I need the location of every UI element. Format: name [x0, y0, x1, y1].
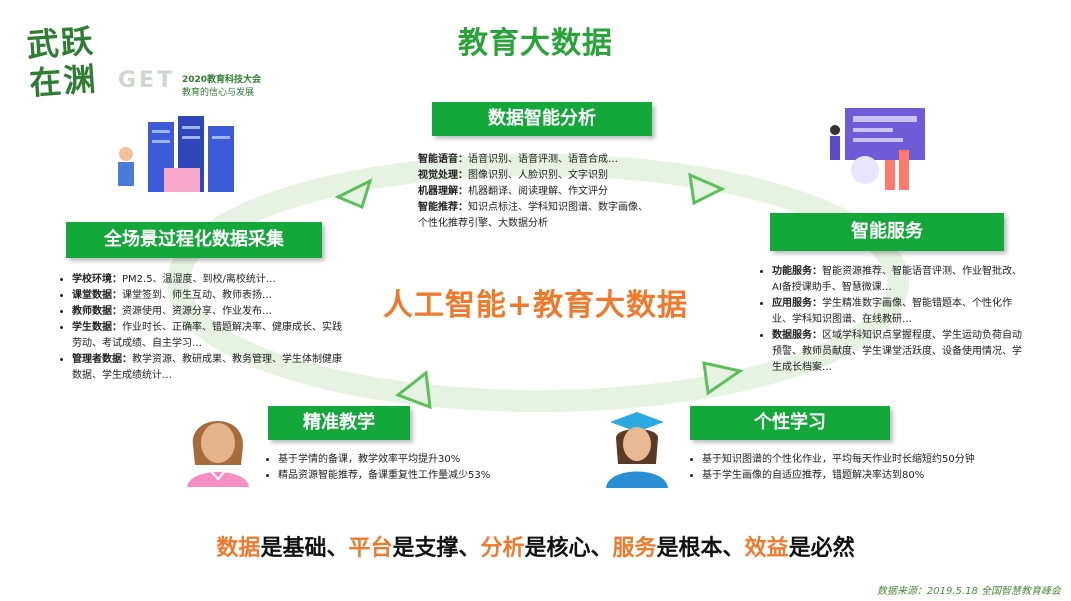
arrow-bottom-left-icon [394, 370, 432, 410]
list-item: 应用服务：学生精准数字画像、智能错题本、个性化作业、学科知识图谱、在线教研… [772, 296, 1026, 328]
list-item: 管理者数据：教学资源、教研成果、教务管理、学生体制健康数据、学生成绩统计… [72, 352, 348, 384]
logo-get-mark: GET [118, 68, 176, 93]
list-item: 基于学情的备课，教学效率平均提升30% [278, 452, 564, 468]
list-item: 学校环境：PM2.5、温湿度、到校/离校统计… [72, 272, 348, 288]
service-list: 功能服务：智能资源推荐、智能语音评测、作业智批改、AI备授课助手、智慧微课… 应… [758, 264, 1026, 376]
collect-heading: 全场景过程化数据采集 [66, 222, 322, 258]
list-item: 教师数据：资源使用、资源分享、作业发布… [72, 304, 348, 320]
learning-list: 基于知识图谱的个性化作业，平均每天作业时长缩短约50分钟 基于学生画像的自适应推… [688, 452, 1008, 484]
center-headline: 人工智能+教育大数据 [382, 288, 689, 323]
list-item: 智能推荐：知识点标注、学科知识图谱、数字画像、 [418, 202, 648, 213]
list-item: 视觉处理：图像识别、人脸识别、文字识别 [418, 170, 608, 181]
collect-list: 学校环境：PM2.5、温湿度、到校/离校统计… 课堂数据：课堂签到、师生互动、教… [58, 272, 348, 384]
list-item: 课堂数据：课堂签到、师生互动、教师表扬… [72, 288, 348, 304]
logo-conference-name: 2020教育科技大会 [182, 75, 262, 85]
server-illustration-icon [118, 116, 234, 192]
list-item: 个性化推荐引擎、大数据分析 [418, 218, 548, 229]
dashboard-illustration-icon [830, 108, 925, 190]
list-item: 数据服务：区域学科知识点掌握程度、学生运动负荷自动预警、教师员献度、学生课堂活跃… [772, 328, 1026, 376]
page-title: 教育大数据 [458, 26, 613, 61]
list-item: 基于知识图谱的个性化作业，平均每天作业时长缩短约50分钟 [702, 452, 1008, 468]
teaching-heading: 精准教学 [268, 406, 410, 440]
learning-heading: 个性学习 [690, 406, 890, 440]
graduate-student-avatar-icon [606, 412, 668, 488]
female-teacher-avatar-icon [187, 420, 249, 487]
cycle-ring [167, 154, 909, 412]
list-item: 功能服务：智能资源推荐、智能语音评测、作业智批改、AI备授课助手、智慧微课… [772, 264, 1026, 296]
service-heading: 智能服务 [770, 213, 1004, 251]
footer-slogan: 数据是基础、平台是支撑、分析是核心、服务是根本、效益是必然 [216, 536, 855, 561]
logo-tagline: 教育的信心与发展 [182, 88, 255, 98]
data-source-note: 数据来源：2019.5.18 全国智慧教育峰会 [876, 586, 1061, 597]
teaching-list: 基于学情的备课，教学效率平均提升30% 精品资源智能推荐，备课重复性工作量减少5… [264, 452, 564, 484]
list-item: 机器理解：机器翻译、阅读理解、作文评分 [418, 186, 608, 197]
arrow-top-right-icon [688, 172, 726, 206]
list-item: 智能语音：语音识别、语音评测、语音合成… [418, 154, 618, 165]
arrow-bottom-right-icon [702, 361, 744, 396]
list-item: 精品资源智能推荐，备课重复性工作量减少53% [278, 468, 564, 484]
analysis-heading: 数据智能分析 [432, 102, 652, 136]
arrow-top-left-icon [334, 178, 373, 210]
list-item: 基于学生画像的自适应推荐，错题解决率达到80% [702, 468, 1008, 484]
list-item: 学生数据：作业时长、正确率、错题解决率、健康成长、实践劳动、考试成绩、自主学习… [72, 320, 348, 352]
analysis-list: 智能语音：语音识别、语音评测、语音合成… 视觉处理：图像识别、人脸识别、文字识别… [418, 152, 718, 232]
